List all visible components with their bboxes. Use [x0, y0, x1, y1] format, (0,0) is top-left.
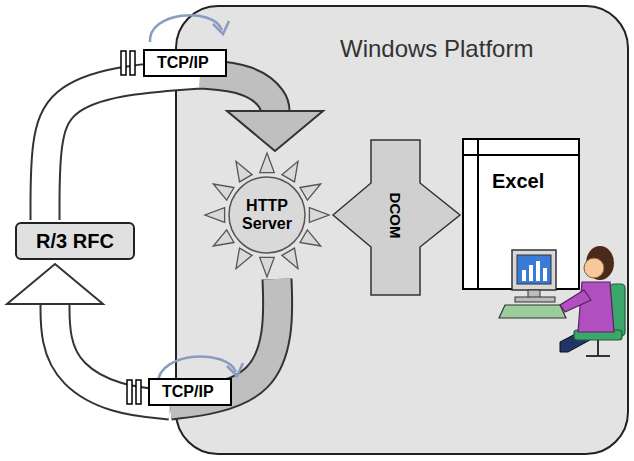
hair [586, 246, 614, 280]
vertical-label: DCOM [386, 189, 405, 241]
node-label: Excel [492, 170, 544, 193]
chair-leg [586, 340, 610, 356]
band-arrow [45, 74, 200, 220]
arrow-head [7, 264, 103, 304]
server-starburst: HTTP Server [202, 150, 332, 280]
bar-mark [121, 51, 126, 75]
swirl-arrow-head [213, 21, 229, 34]
platform-region [176, 6, 628, 454]
swirl-arrow [150, 15, 222, 42]
arrow-head [227, 111, 323, 151]
protocol-tag: TCP/IP [143, 49, 227, 77]
starburst-ray [300, 230, 321, 246]
swirl-arrow-head [227, 363, 243, 376]
chair-seat [574, 330, 622, 340]
starburst-ray [236, 248, 252, 269]
bar-mark [136, 380, 141, 404]
connector [333, 140, 460, 295]
starburst-ray [213, 184, 234, 200]
starburst-ray [213, 230, 234, 246]
arm [560, 290, 591, 312]
excel-window: Excel [462, 138, 580, 290]
monitor-base [515, 297, 555, 302]
server-circle [229, 177, 305, 253]
band-outline [45, 74, 200, 220]
starburst-ray [309, 208, 329, 223]
window-grid [464, 140, 578, 288]
starburst-ray [205, 208, 225, 223]
starburst-ray [282, 161, 298, 182]
face [584, 258, 604, 278]
starburst-ray [282, 248, 298, 269]
starburst-ray [260, 257, 275, 277]
node-label: HTTP Server [232, 197, 302, 234]
node-label: Windows Platform [340, 35, 533, 63]
band-outline [200, 74, 275, 113]
bar-mark [130, 51, 135, 75]
monitor-stand [528, 290, 540, 298]
rfc-box: R/3 RFC [15, 222, 135, 260]
node-label: R/3 RFC [36, 230, 114, 253]
band-arrow [200, 74, 275, 113]
starburst-ray [236, 161, 252, 182]
legs [560, 330, 590, 352]
starburst-ray [300, 184, 321, 200]
starburst-ray [260, 153, 275, 173]
protocol-tag: TCP/IP [148, 378, 232, 406]
keyboard [499, 305, 566, 318]
connector [7, 264, 278, 405]
grid-line [464, 154, 578, 156]
block-double-arrow [333, 140, 460, 295]
torso [578, 282, 614, 332]
chair-back [610, 284, 625, 336]
bar-mark [127, 380, 132, 404]
grid-line [477, 140, 479, 288]
